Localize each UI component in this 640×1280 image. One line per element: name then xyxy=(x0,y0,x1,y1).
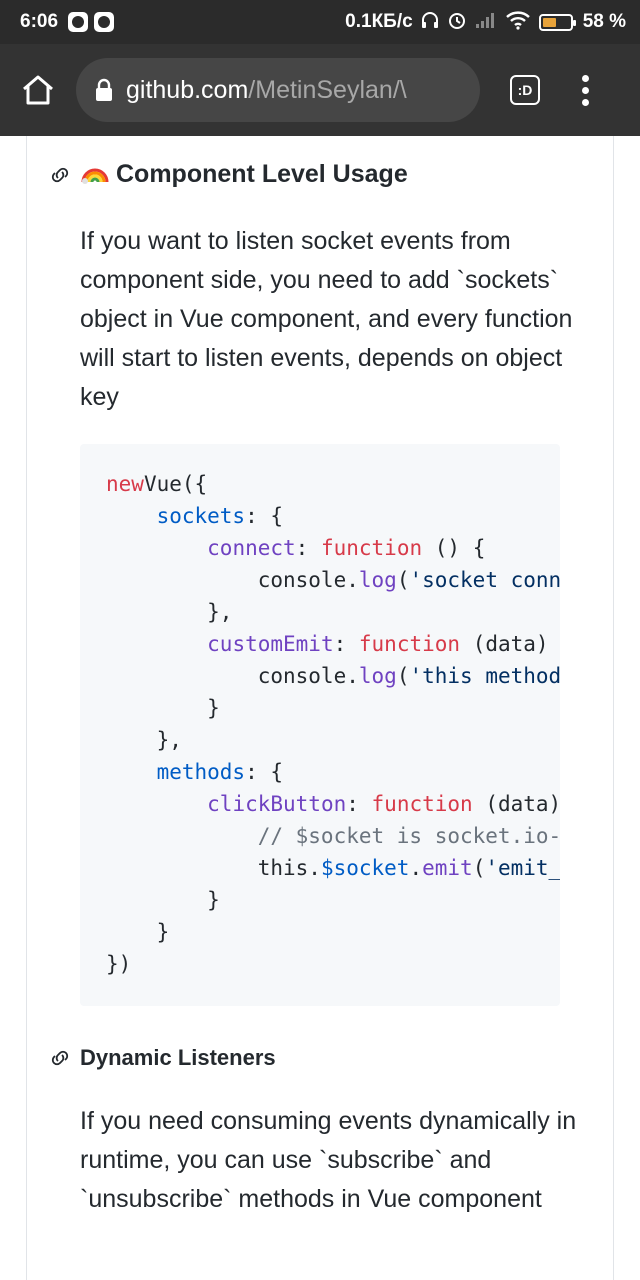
code-block: newVue({ sockets: { connect: function ()… xyxy=(80,444,560,1006)
section-heading-dynamic-listeners: Dynamic Listeners xyxy=(48,1045,276,1071)
url-path: /MetinSeylan/\ xyxy=(248,75,407,104)
code-line: sockets: { xyxy=(156,504,284,528)
section-paragraph: If you need consuming events dynamically… xyxy=(80,1107,577,1213)
code-line: console.log('socket connected') xyxy=(106,568,560,592)
spotify-icon xyxy=(68,12,89,32)
address-bar[interactable]: github.com/MetinSeylan/\ xyxy=(76,58,480,122)
readme-container xyxy=(26,136,614,1280)
url-host: github.com xyxy=(126,75,249,104)
code-line: methods: { xyxy=(156,760,284,784)
home-icon xyxy=(23,75,53,105)
code-line: clickButton: function (data) { xyxy=(207,792,560,816)
section-paragraph: If you want to listen socket events from… xyxy=(80,227,573,411)
app-notification-icon xyxy=(94,12,115,32)
lock-icon xyxy=(96,78,112,101)
status-bar: 6:06 0.1КБ/с 58 % xyxy=(0,0,640,44)
code-line: } xyxy=(106,920,170,944)
browser-toolbar: github.com/MetinSeylan/\ :D xyxy=(0,44,640,136)
wifi-icon xyxy=(505,10,531,35)
anchor-link-icon[interactable] xyxy=(48,166,72,184)
headphones-icon xyxy=(421,11,439,34)
anchor-link-icon[interactable] xyxy=(48,1049,72,1067)
network-speed: 0.1КБ/с xyxy=(345,11,413,32)
alarm-icon xyxy=(447,10,467,35)
overflow-menu-button[interactable] xyxy=(580,74,590,106)
code-line: connect: function () { xyxy=(207,536,486,560)
section-title: Dynamic Listeners xyxy=(80,1045,276,1070)
battery-percent: 58 % xyxy=(582,11,626,32)
code-line: this.$socket.emit('emit_method', data) xyxy=(106,856,560,880)
signal-icon xyxy=(475,11,497,34)
code-line: } xyxy=(106,888,220,912)
code-line: }, xyxy=(106,600,233,624)
rainbow-emoji-icon xyxy=(80,158,110,191)
code-line: } xyxy=(106,696,220,720)
status-time: 6:06 xyxy=(20,11,59,32)
code-line: newVue({ xyxy=(106,472,208,496)
code-line: console.log('this method was fired') xyxy=(106,664,560,688)
tab-switcher-button[interactable]: :D xyxy=(510,75,540,105)
section-title: Component Level Usage xyxy=(116,160,408,188)
code-line: }) xyxy=(106,952,132,976)
code-line: // $socket is socket.io-client instance xyxy=(257,824,560,848)
battery-icon xyxy=(538,13,576,31)
code-line: }, xyxy=(106,728,182,752)
home-button[interactable] xyxy=(16,68,60,112)
code-line: customEmit: function (data) { xyxy=(207,632,549,656)
section-heading-component-usage: Component Level Usage xyxy=(48,158,408,191)
